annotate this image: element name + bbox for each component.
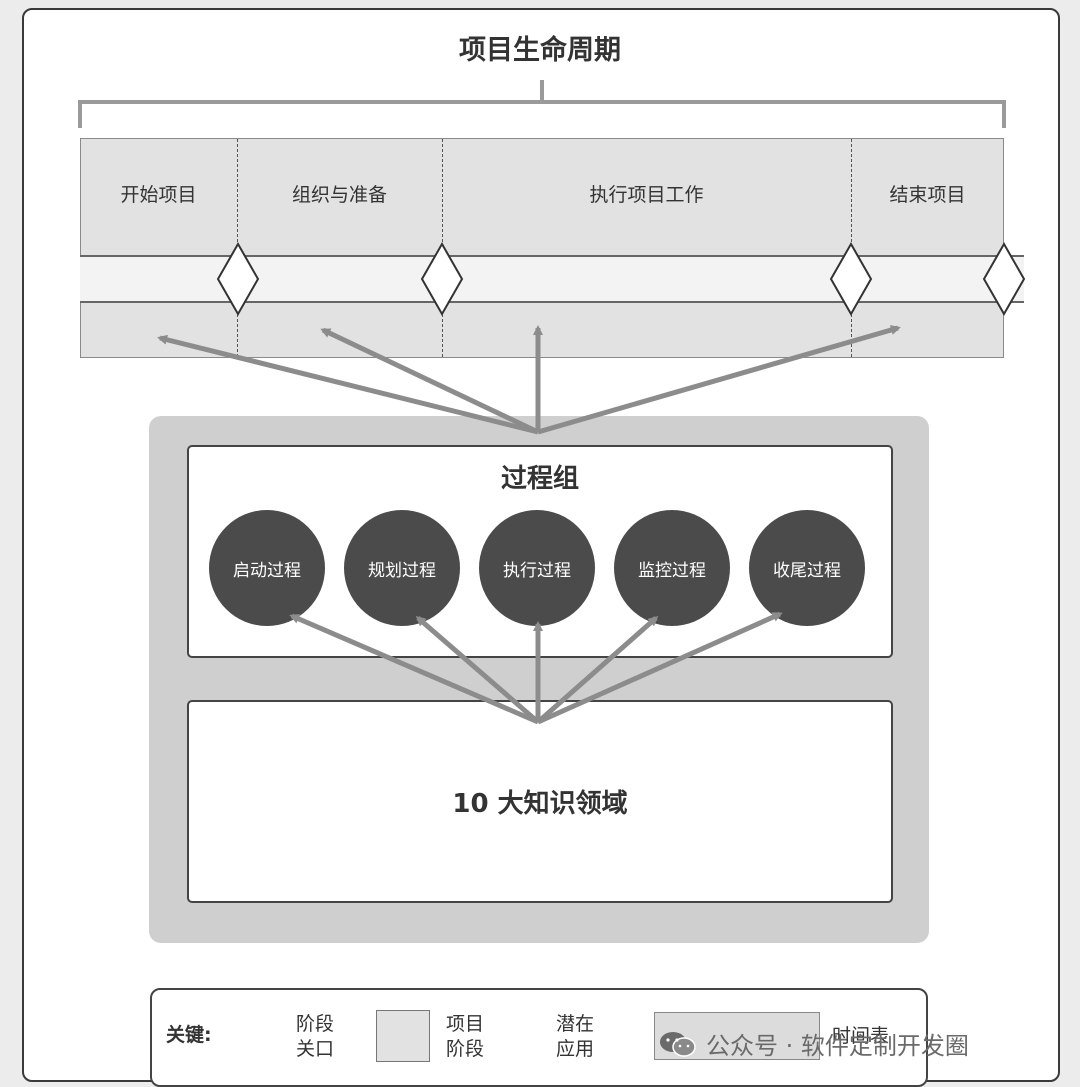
legend-phase-label-1: 项目 — [446, 1013, 485, 1035]
phase-start: 开始项目 — [120, 184, 197, 206]
knowledge-areas-box — [187, 700, 893, 903]
phase-gate-diamond — [420, 241, 464, 317]
diagram-title: 项目生命周期 — [459, 35, 621, 66]
legend-gate-label-1: 阶段 — [296, 1013, 335, 1035]
phase-gate-diamond — [216, 241, 260, 317]
arrow-to-initiating — [289, 613, 539, 725]
phase-close: 结束项目 — [889, 184, 966, 206]
arrow-to-closing — [536, 611, 783, 725]
legend-key-label: 关键: — [166, 1024, 212, 1046]
watermark-text: 公众号 · 软件定制开发圈 — [706, 1032, 969, 1060]
legend-phase-label-2: 阶段 — [446, 1038, 485, 1060]
legend-phase-icon — [376, 1010, 430, 1062]
process-planning: 规划过程 — [344, 510, 460, 626]
arrow-to-planning — [415, 616, 540, 724]
process-monitoring: 监控过程 — [614, 510, 730, 626]
process-executing: 执行过程 — [479, 510, 595, 626]
legend-gate-label-2: 关口 — [296, 1038, 335, 1060]
phase-gate-diamond — [982, 241, 1026, 317]
process-initiating: 启动过程 — [209, 510, 325, 626]
process-closing: 收尾过程 — [749, 510, 865, 626]
lifecycle-bracket — [78, 80, 1006, 128]
knowledge-areas-title: 10 大知识领域 — [452, 789, 628, 819]
phase-organize: 组织与准备 — [291, 184, 387, 206]
arrow-to-phase-organize — [320, 327, 540, 435]
wechat-icon — [658, 1029, 698, 1059]
arrow-to-phase-close — [537, 325, 901, 435]
legend-apply-label-2: 应用 — [556, 1038, 595, 1060]
process-group-title: 过程组 — [500, 464, 579, 494]
legend-apply-label-1: 潜在 — [556, 1013, 595, 1035]
arrow-to-phase-start — [157, 334, 539, 435]
watermark: 公众号 · 软件定制开发圈 — [658, 1026, 969, 1061]
phase-gate-diamond — [829, 241, 873, 317]
arrow-to-monitoring — [536, 616, 659, 724]
phase-execute: 执行项目工作 — [589, 184, 704, 206]
legend-timeline-label: 时间表 — [832, 1025, 890, 1047]
